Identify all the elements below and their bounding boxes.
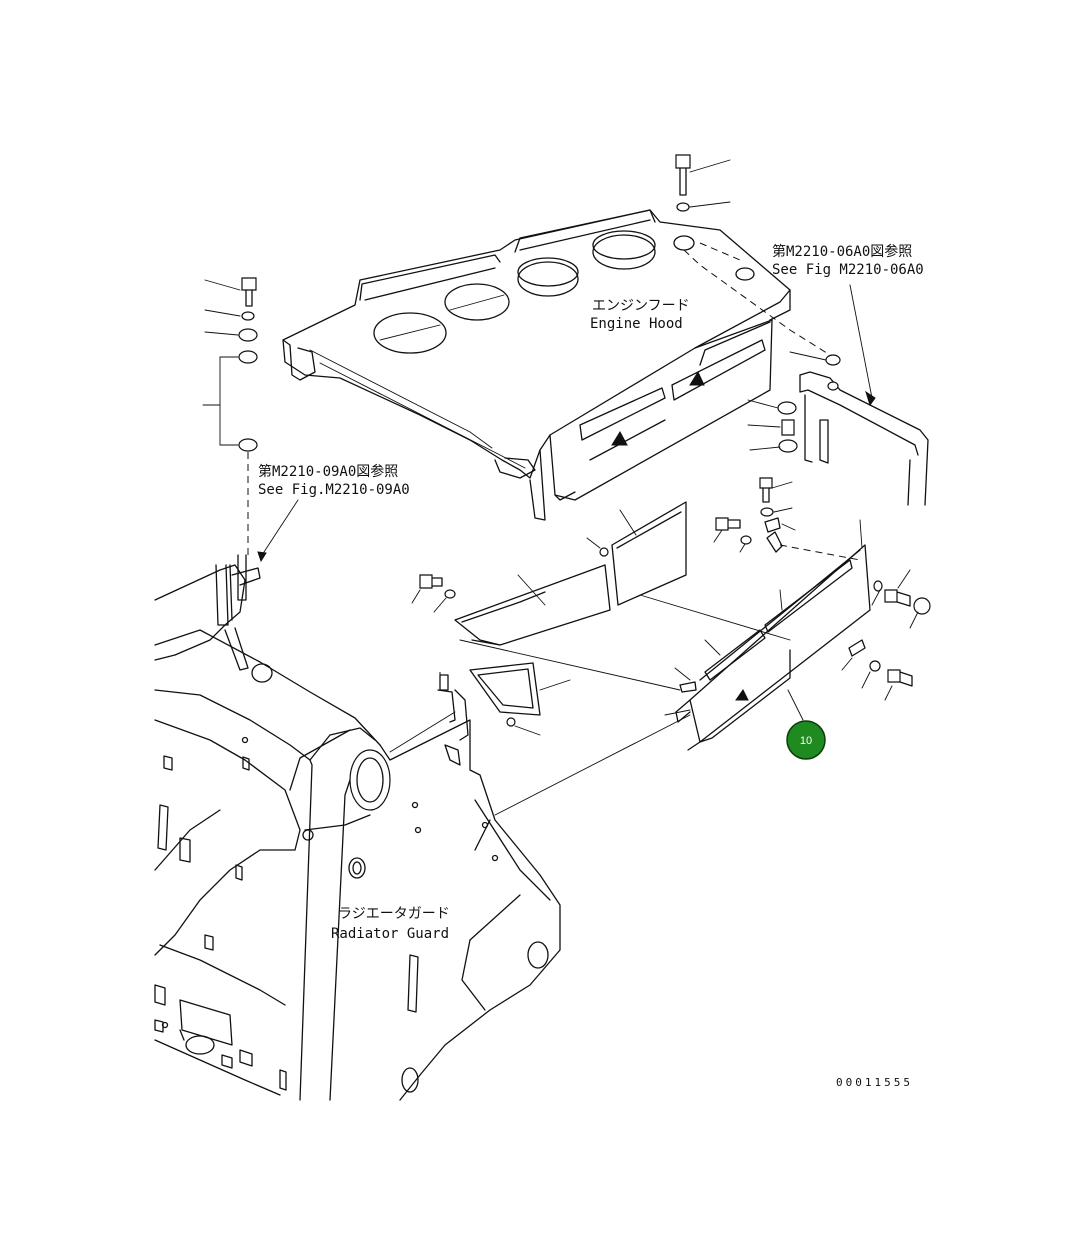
ref-left-en: See Fig.M2210-09A0	[258, 482, 410, 498]
radiator-guard-en: Radiator Guard	[331, 926, 449, 942]
mid-right-fasteners	[713, 477, 861, 561]
radiator-guard-label: ラジエータガード Radiator Guard	[331, 906, 450, 942]
callout-10[interactable]: 10	[786, 720, 826, 760]
reference-label-top: 第M2210-06A0図参照 See Fig M2210-06A0	[772, 243, 924, 278]
cover-plates	[411, 501, 791, 736]
drawing-number: 00011555	[836, 1076, 913, 1089]
ref-left-jp: 第M2210-09A0図参照	[258, 463, 398, 480]
radiator-guard-jp: ラジエータガード	[338, 906, 450, 922]
callout-10-number: 10	[800, 735, 812, 747]
left-bolt-stack	[202, 277, 258, 560]
ref-top-en: See Fig M2210-06A0	[772, 262, 924, 278]
engine-hood-en: Engine Hood	[590, 316, 683, 332]
radiator-guard-frame	[154, 554, 691, 1101]
engine-hood-jp: エンジンフード	[592, 298, 690, 314]
top-bolt	[675, 154, 731, 212]
reference-label-left: 第M2210-09A0図参照 See Fig.M2210-09A0	[257, 463, 410, 563]
engine-hood	[282, 209, 831, 521]
side-panel	[664, 519, 931, 751]
right-hood-bracket	[747, 284, 929, 506]
engine-hood-label: エンジンフード Engine Hood	[590, 298, 690, 332]
ref-top-jp: 第M2210-06A0図参照	[772, 243, 912, 260]
